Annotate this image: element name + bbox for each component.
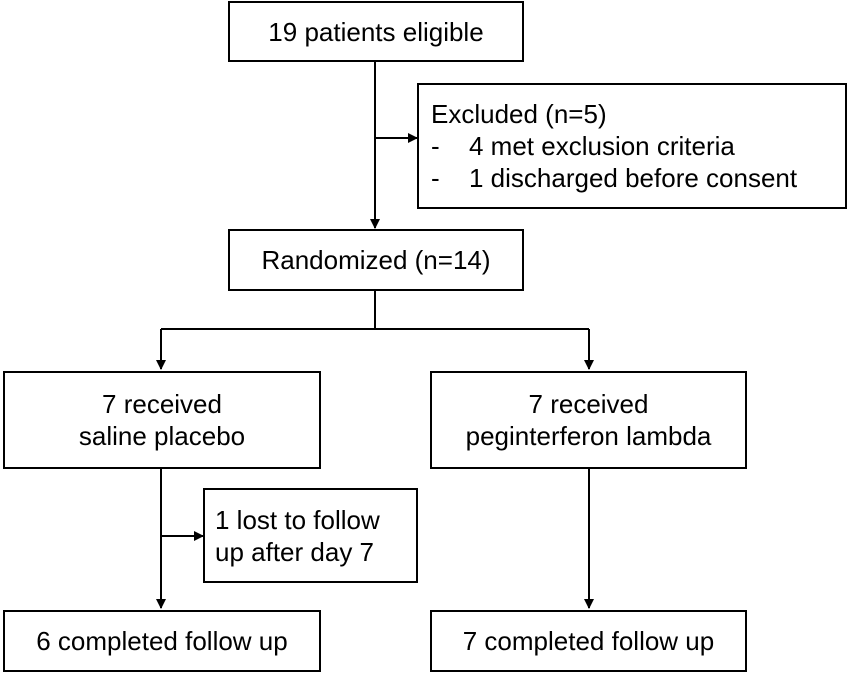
randomized-box: Randomized (n=14) xyxy=(228,229,524,291)
excluded-item: - 4 met exclusion criteria xyxy=(431,130,845,162)
placebo-line-2: saline placebo xyxy=(78,421,246,451)
randomized-label: Randomized (n=14) xyxy=(261,245,491,275)
lost-line-1: 1 lost to follow xyxy=(215,504,380,535)
lambda-line-1: 7 received xyxy=(528,389,649,419)
completed-lambda-label: 7 completed follow up xyxy=(462,626,715,656)
completed-placebo-box: 6 completed follow up xyxy=(3,610,321,672)
lambda-line-2: peginterferon lambda xyxy=(465,421,712,451)
excluded-item-label: 1 discharged before consent xyxy=(469,163,798,193)
excluded-item-label: 4 met exclusion criteria xyxy=(469,131,735,161)
bullet-dash: - xyxy=(431,163,440,193)
completed-placebo-label: 6 completed follow up xyxy=(36,626,288,656)
placebo-line-1: 7 received xyxy=(102,389,222,419)
completed-lambda-box: 7 completed follow up xyxy=(430,610,747,672)
bullet-dash: - xyxy=(431,131,440,161)
lost-line-2: up after day 7 xyxy=(215,536,374,567)
eligible-label: 19 patients eligible xyxy=(268,16,484,47)
lost-to-followup-box: 1 lost to follow up after day 7 xyxy=(203,488,418,583)
placebo-box: 7 received saline placebo xyxy=(3,371,321,469)
excluded-title: Excluded (n=5) xyxy=(431,99,607,129)
lambda-box: 7 received peginterferon lambda xyxy=(430,371,747,469)
excluded-item: - 1 discharged before consent xyxy=(431,162,845,194)
eligible-box: 19 patients eligible xyxy=(228,1,524,62)
excluded-box: Excluded (n=5) - 4 met exclusion criteri… xyxy=(417,83,847,209)
